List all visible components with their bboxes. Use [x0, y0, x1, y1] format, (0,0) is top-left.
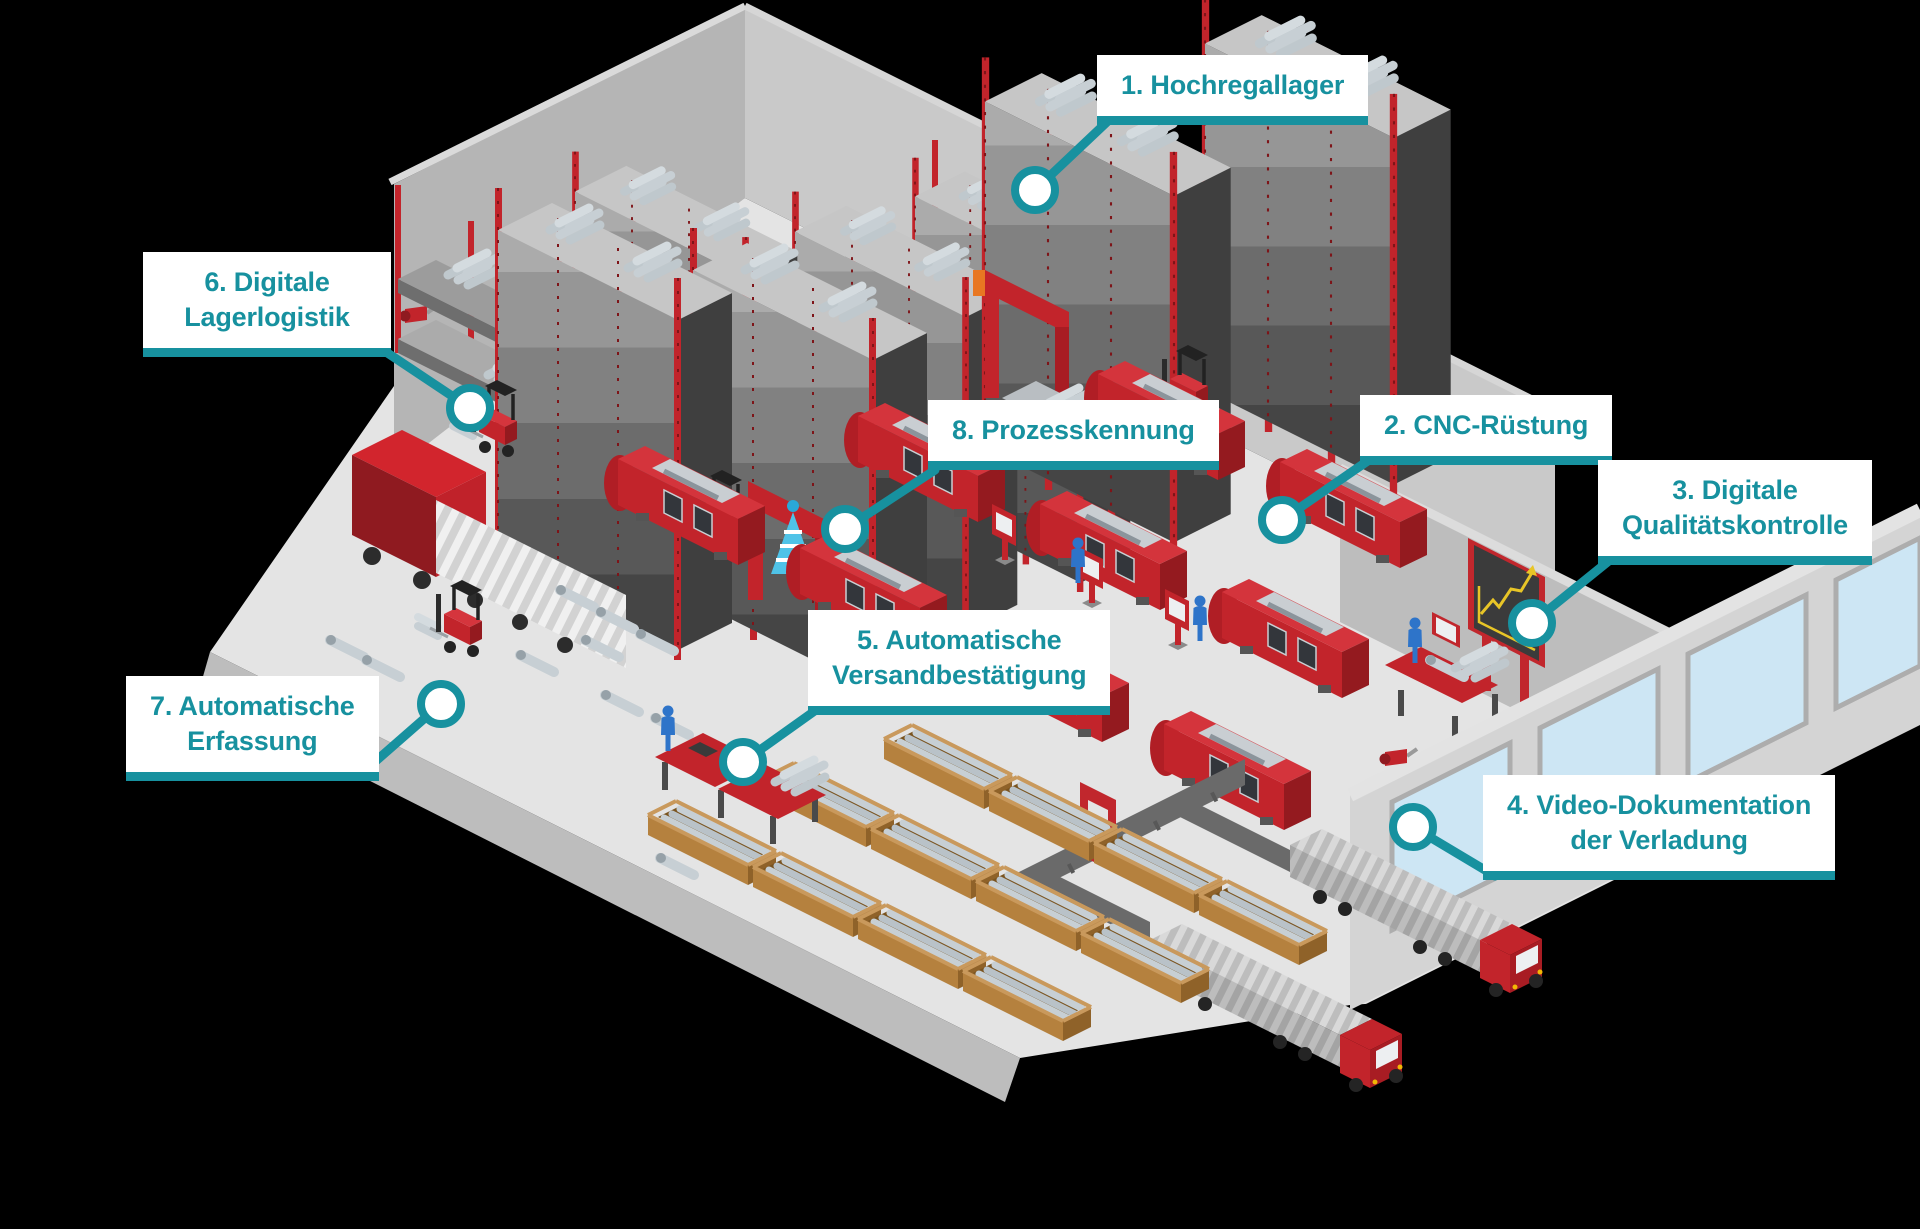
unloading-ramp [436, 500, 626, 668]
window [1685, 590, 1809, 787]
callout-label-erfassung[interactable]: 7. Automatische Erfassung [126, 676, 379, 782]
callout-label-video-dokumentation[interactable]: 4. Video-Dokumentation der Verladung [1483, 775, 1836, 881]
window [1833, 535, 1920, 713]
hotspot-5[interactable] [719, 738, 767, 786]
quality-control-station [1385, 612, 1505, 742]
hotspot-2[interactable] [1258, 496, 1306, 544]
monitor-icon [1436, 617, 1456, 643]
callout-label-versandbestaetigung[interactable]: 5. Automatische Versandbestätigung [808, 610, 1111, 716]
callout-label-qualitaetskontrolle[interactable]: 3. Digitale Qualitätskontrolle [1598, 460, 1872, 566]
quality-chart-icon [1479, 570, 1535, 615]
hotspot-7[interactable] [417, 680, 465, 728]
callout-label-prozesskennung[interactable]: 8. Prozesskennung [928, 400, 1219, 471]
hotspot-4[interactable] [1389, 803, 1437, 851]
hotspot-6[interactable] [446, 384, 494, 432]
callout-markers [417, 166, 1556, 851]
loading-truck-left [352, 430, 626, 668]
hotspot-3[interactable] [1508, 599, 1556, 647]
callout-label-cnc-ruestung[interactable]: 2. CNC-Rüstung [1360, 395, 1613, 466]
hotspot-8[interactable] [821, 505, 869, 553]
callout-label-hochregallager[interactable]: 1. Hochregallager [1097, 55, 1369, 126]
hotspot-1[interactable] [1011, 166, 1059, 214]
callout-label-lagerlogistik[interactable]: 6. Digitale Lagerlogistik [143, 252, 391, 358]
